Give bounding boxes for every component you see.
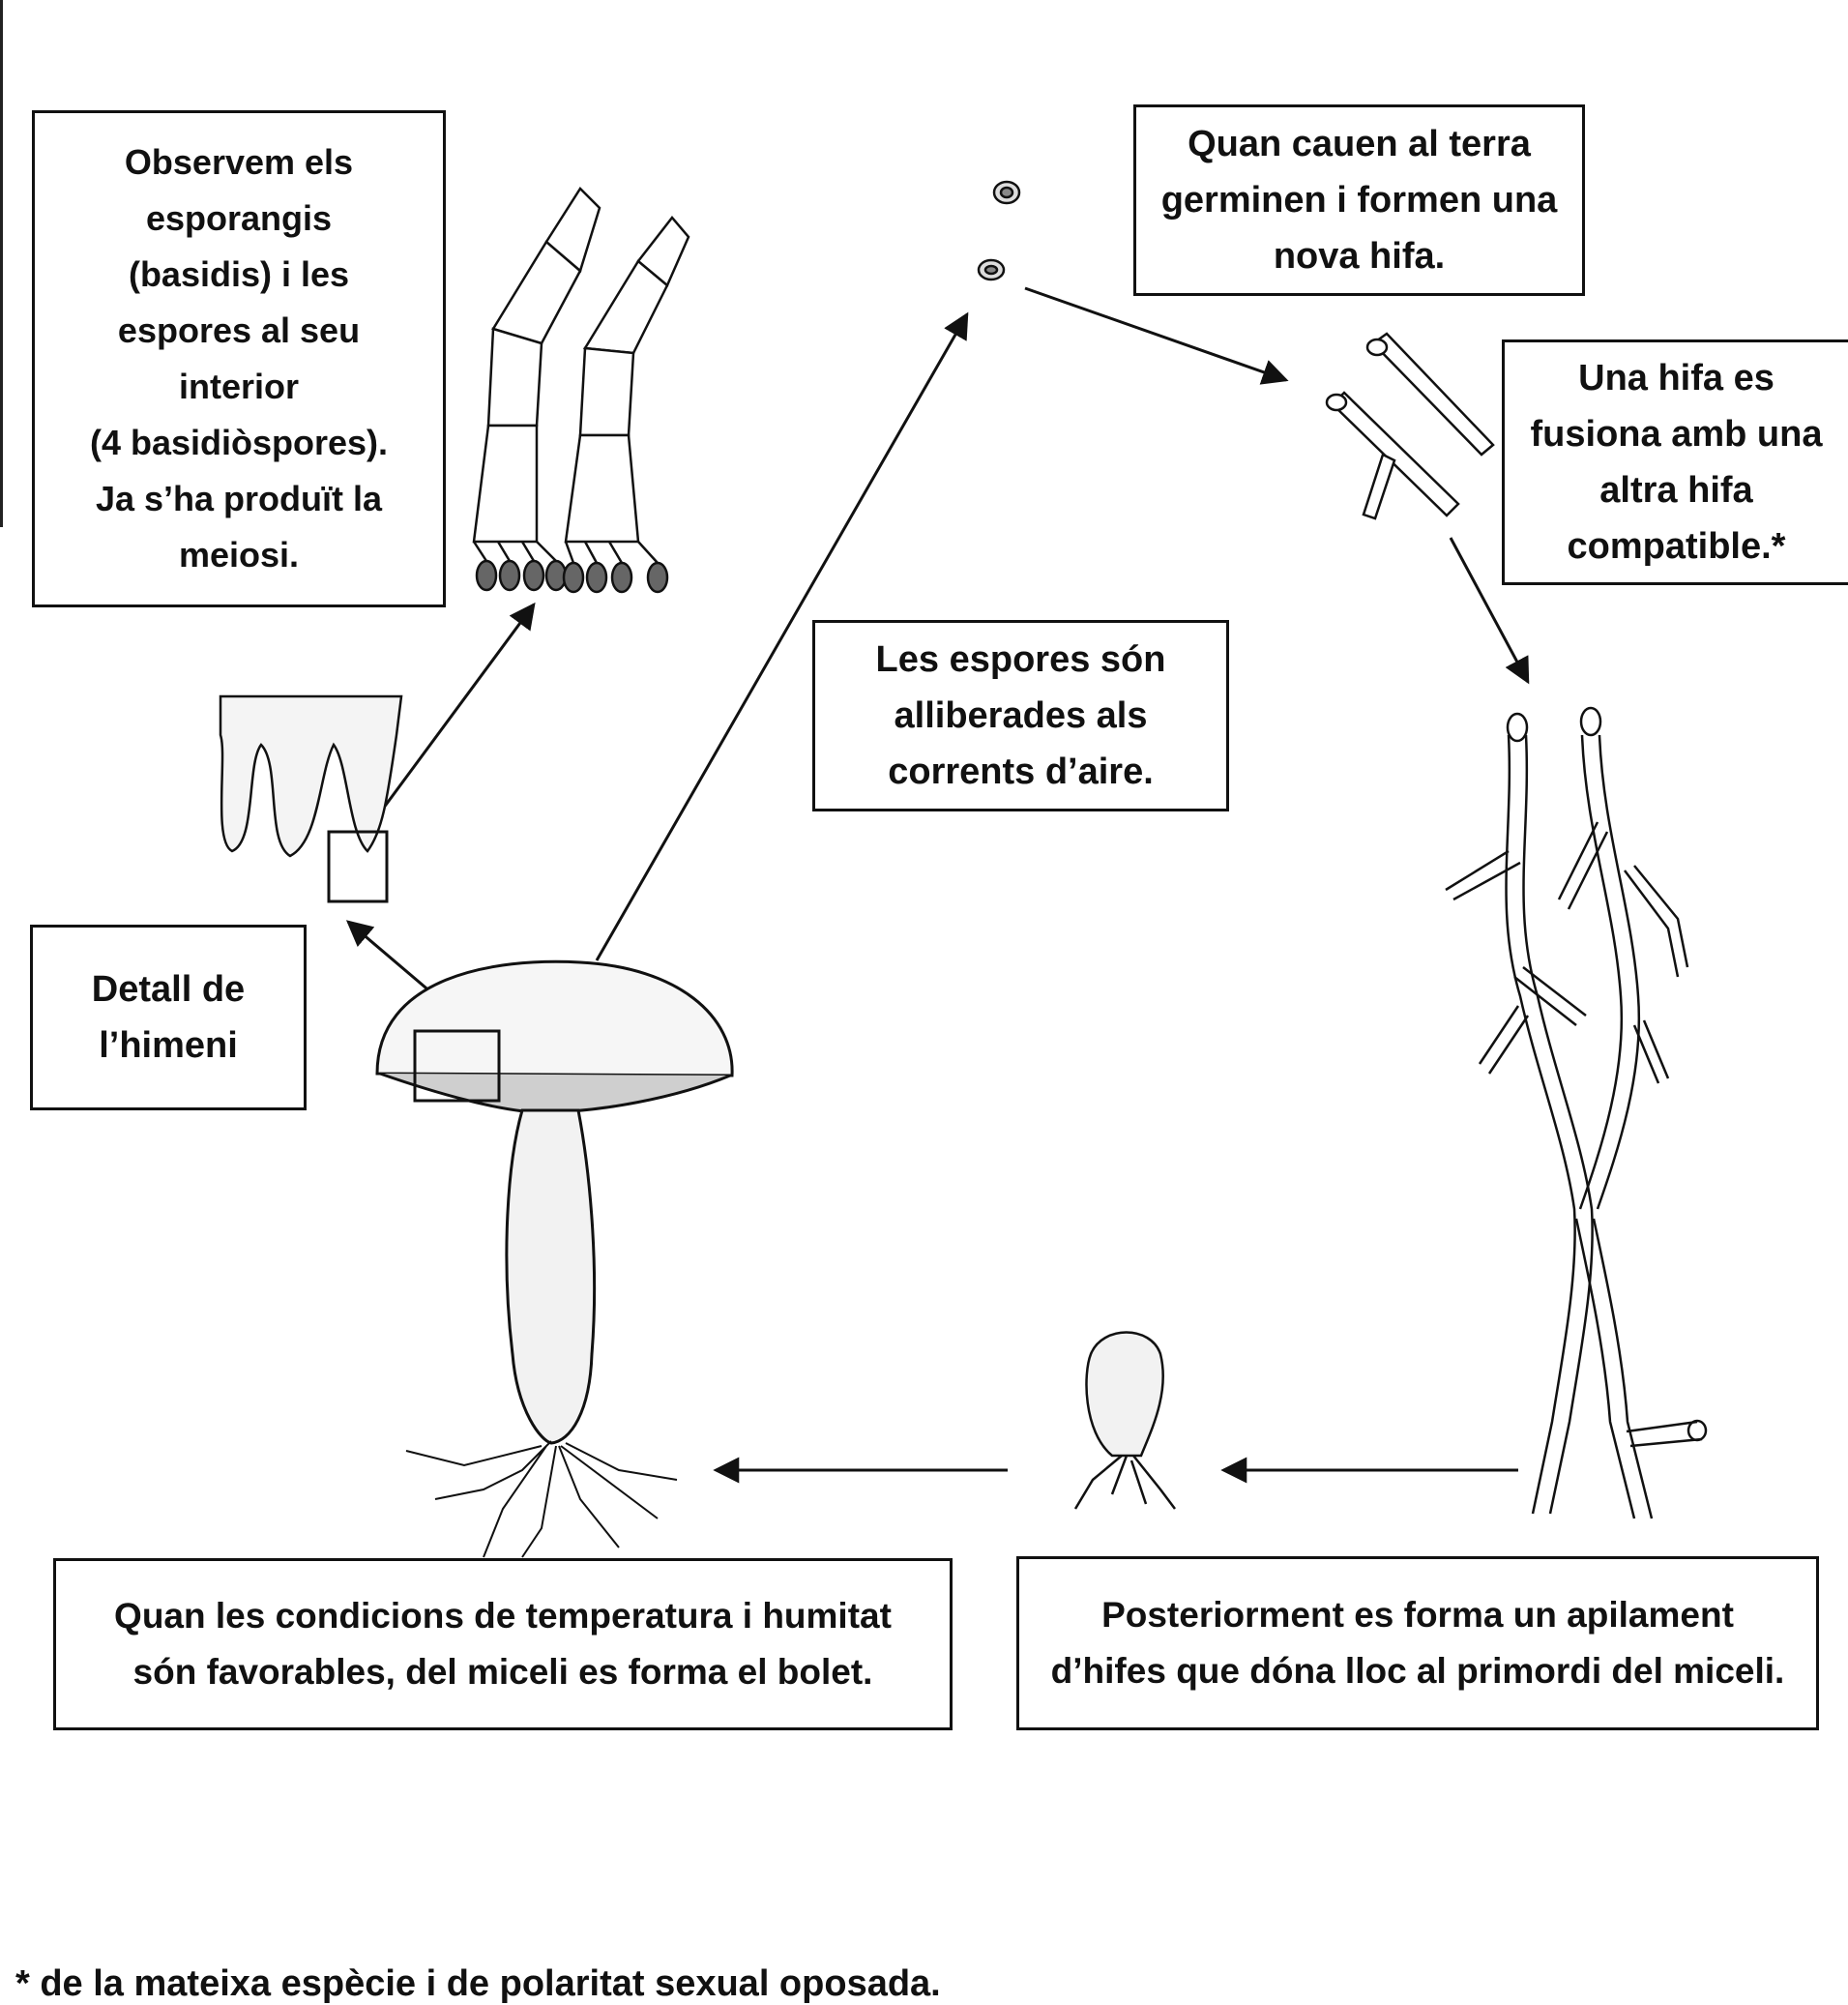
mushroom [375, 959, 734, 1558]
fusiona-line: fusiona amb una [1530, 414, 1823, 455]
bolet-line: Quan les condicions de temperatura i hum… [114, 1596, 892, 1636]
esporangis-line: Ja s’ha produït la [95, 479, 383, 518]
esporangis-line: (4 basidiòspores). [89, 423, 389, 462]
box-germinen: Quan cauen al terra germinen i formen un… [1133, 104, 1585, 296]
esporangis-line: meiosi. [178, 535, 300, 575]
box-fusiona: Una hifa es fusiona amb una altra hifa c… [1502, 339, 1848, 585]
hymenium-section [219, 694, 403, 903]
page-edge-mark [0, 0, 3, 527]
himeni-line: Detall de [91, 969, 246, 1010]
esporangis-line: Observem els [124, 142, 354, 182]
alliberades-line: Les espores són [875, 639, 1166, 680]
mycelium [1445, 706, 1708, 1519]
fusiona-line: compatible.* [1567, 526, 1786, 567]
primordium [1073, 1331, 1176, 1510]
bolet-line: són favorables, del miceli es forma el b… [132, 1652, 873, 1692]
esporangis-line: interior [178, 367, 299, 406]
germinen-line: Quan cauen al terra [1188, 124, 1531, 164]
mushroom-focus-box [413, 1029, 501, 1103]
box-bolet: Quan les condicions de temperatura i hum… [53, 1558, 953, 1730]
germinen-line: germinen i formen una [1160, 180, 1558, 221]
fusiona-line: altra hifa [1599, 470, 1753, 511]
alliberades-line: corrents d’aire. [888, 752, 1154, 792]
esporangis-line: (basidis) i les [128, 254, 350, 294]
esporangis-line: esporangis [145, 198, 333, 238]
box-himeni: Detall de l’himeni [30, 925, 307, 1110]
young-hyphae [1325, 332, 1495, 520]
box-esporangis: Observem els esporangis (basidis) i les … [32, 110, 446, 607]
box-apilament: Posteriorment es forma un apilament d’hi… [1016, 1556, 1819, 1730]
apilament-line: d’hifes que dóna lloc al primordi del mi… [1050, 1651, 1785, 1691]
spores [977, 180, 1021, 281]
arrow-hyphae-to-mycelium [1449, 537, 1530, 685]
himeni-focus-box [327, 830, 389, 903]
apilament-line: Posteriorment es forma un apilament [1101, 1595, 1734, 1635]
arrow-himeni-to-basidia [373, 602, 536, 820]
basidia [472, 187, 690, 594]
esporangis-line: espores al seu [117, 310, 361, 350]
footnote: * de la mateixa espècie i de polaritat s… [15, 1963, 941, 2004]
himeni-line: l’himeni [99, 1025, 238, 1066]
box-alliberades: Les espores són alliberades als corrents… [812, 620, 1229, 811]
fusiona-line: Una hifa es [1578, 358, 1775, 398]
germinen-line: nova hifa. [1273, 236, 1446, 277]
alliberades-line: alliberades als [894, 695, 1148, 736]
arrow-spores-to-hyphae [1024, 286, 1289, 385]
arrow-mushroom-to-spores [595, 311, 969, 961]
